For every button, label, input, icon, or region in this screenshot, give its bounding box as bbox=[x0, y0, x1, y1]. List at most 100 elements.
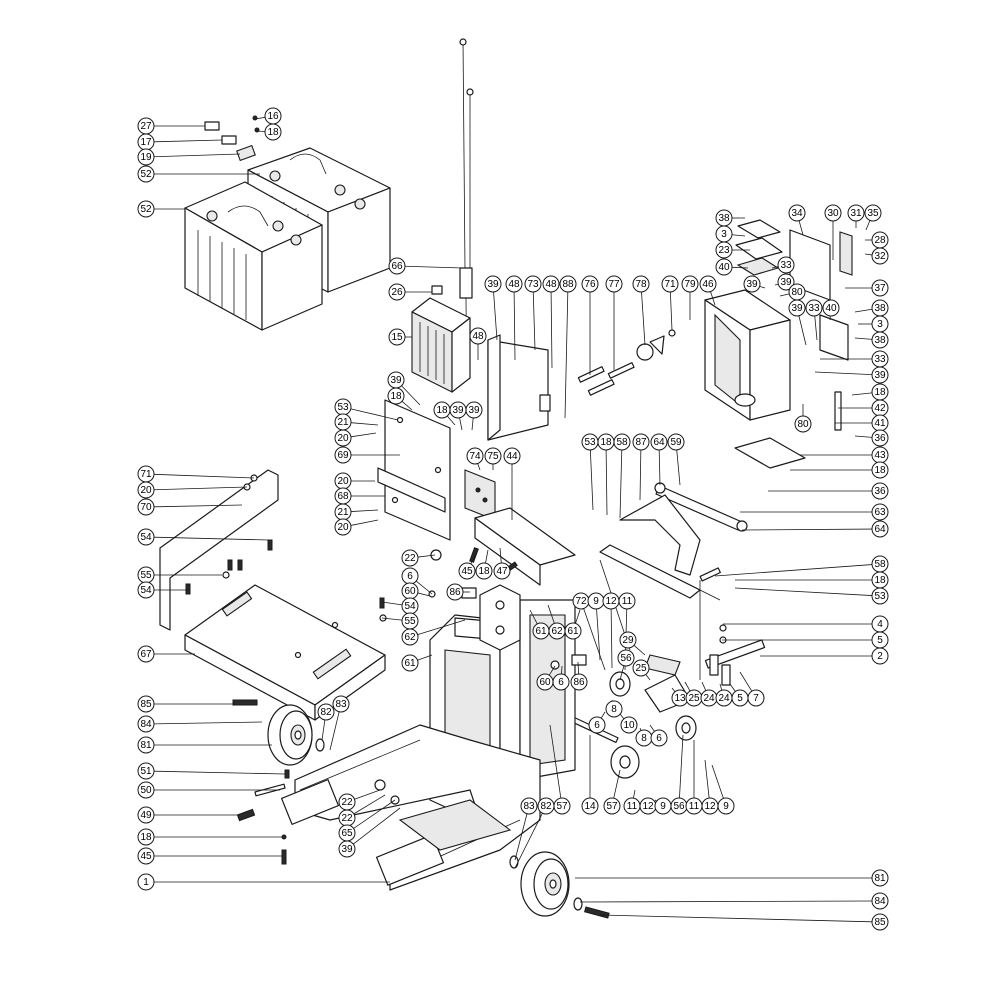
callout-87: 87 bbox=[632, 433, 650, 501]
callout-leader-line bbox=[485, 549, 489, 564]
callout-number: 62 bbox=[551, 626, 563, 637]
callout-number: 57 bbox=[556, 801, 568, 812]
callout-number: 37 bbox=[874, 283, 886, 294]
callout-5: 5 bbox=[729, 683, 749, 707]
callout-number: 57 bbox=[606, 801, 618, 812]
callout-18: 18 bbox=[597, 433, 615, 516]
callout-leader-line bbox=[854, 435, 873, 438]
callout-circle bbox=[788, 204, 806, 222]
callout-47: 47 bbox=[493, 547, 511, 580]
callout-leader-line bbox=[381, 617, 403, 621]
callout-21: 21 bbox=[334, 503, 379, 521]
callout-circle bbox=[137, 581, 155, 599]
callout-number: 77 bbox=[608, 279, 620, 290]
callout-circle bbox=[387, 387, 405, 405]
callout-number: 47 bbox=[496, 566, 508, 577]
callout-number: 18 bbox=[874, 465, 886, 476]
callout-leader-line bbox=[671, 687, 676, 693]
small-plates-38-40 bbox=[735, 219, 783, 276]
callout-71: 71 bbox=[137, 465, 255, 483]
callout-number: 86 bbox=[573, 677, 585, 688]
callout-83: 83 bbox=[514, 797, 538, 861]
callout-40: 40 bbox=[715, 258, 749, 276]
callout-circle bbox=[871, 429, 889, 447]
callout-circle bbox=[871, 482, 889, 500]
callout-number: 48 bbox=[508, 279, 520, 290]
cover-plates-right bbox=[734, 229, 853, 469]
callout-43: 43 bbox=[800, 446, 889, 464]
callout-leader-line bbox=[255, 130, 266, 132]
callout-circle bbox=[581, 797, 599, 815]
callout-number: 55 bbox=[404, 616, 416, 627]
callout-number: 70 bbox=[140, 502, 152, 513]
callout-circle bbox=[334, 429, 352, 447]
callout-number: 48 bbox=[472, 331, 484, 342]
callout-51: 51 bbox=[137, 762, 286, 780]
callout-80: 80 bbox=[794, 404, 812, 433]
callout-leader-line bbox=[529, 609, 538, 625]
callout-10: 10 bbox=[619, 713, 638, 734]
callout-number: 21 bbox=[337, 417, 349, 428]
callout-leader-line bbox=[599, 914, 873, 923]
callout-39: 39 bbox=[465, 401, 483, 431]
callout-39: 39 bbox=[788, 299, 807, 346]
callout-leader-line bbox=[854, 308, 873, 313]
callout-number: 59 bbox=[670, 437, 682, 448]
callout-20: 20 bbox=[137, 481, 248, 499]
callout-number: 7 bbox=[753, 693, 759, 704]
callout-82: 82 bbox=[317, 703, 335, 741]
callout-circle bbox=[137, 873, 155, 891]
callout-leader-line bbox=[589, 449, 594, 511]
callout-number: 32 bbox=[874, 251, 886, 262]
callout-53: 53 bbox=[734, 587, 889, 605]
callout-circle bbox=[681, 275, 699, 293]
callout-number: 80 bbox=[791, 287, 803, 298]
callout-number: 12 bbox=[642, 801, 654, 812]
tray-67 bbox=[184, 584, 386, 721]
callout-48: 48 bbox=[542, 275, 560, 369]
callout-circle bbox=[632, 433, 650, 451]
handle-arms bbox=[599, 494, 721, 680]
callout-number: 67 bbox=[140, 649, 152, 660]
callout-number: 66 bbox=[391, 261, 403, 272]
callout-number: 41 bbox=[874, 418, 886, 429]
callout-number: 88 bbox=[562, 279, 574, 290]
callout-36: 36 bbox=[768, 482, 889, 500]
callout-circle bbox=[871, 647, 889, 665]
callout-leader-line bbox=[471, 417, 474, 431]
callout-leader-line bbox=[676, 449, 681, 486]
callout-number: 18 bbox=[390, 391, 402, 402]
callout-19: 19 bbox=[137, 148, 241, 166]
callout-number: 78 bbox=[635, 279, 647, 290]
callout-number: 18 bbox=[600, 437, 612, 448]
callout-circle bbox=[137, 481, 155, 499]
callout-circle bbox=[137, 148, 155, 166]
callout-circle bbox=[618, 592, 636, 610]
callout-number: 39 bbox=[468, 405, 480, 416]
callout-circle bbox=[824, 204, 842, 222]
callout-number: 39 bbox=[791, 303, 803, 314]
callout-number: 1 bbox=[143, 877, 149, 888]
callout-number: 6 bbox=[558, 677, 564, 688]
callout-leader-line bbox=[649, 724, 655, 732]
callout-67: 67 bbox=[137, 645, 195, 663]
callout-22: 22 bbox=[401, 549, 436, 567]
callout-circle bbox=[388, 283, 406, 301]
callout-leader-line bbox=[583, 608, 606, 671]
callout-circle bbox=[613, 433, 631, 451]
callout-circle bbox=[137, 498, 155, 516]
callout-leader-line bbox=[734, 587, 873, 596]
callout-circle bbox=[466, 447, 484, 465]
callout-number: 39 bbox=[390, 375, 402, 386]
callout-39: 39 bbox=[484, 275, 502, 341]
callout-circle bbox=[317, 703, 335, 721]
callout-leader-line bbox=[600, 711, 606, 719]
callout-circle bbox=[620, 716, 638, 734]
callout-leader-line bbox=[739, 671, 753, 692]
callout-5: 5 bbox=[722, 631, 889, 649]
callout-44: 44 bbox=[503, 447, 521, 520]
callout-leader-line bbox=[153, 770, 286, 775]
callout-leader-line bbox=[684, 681, 691, 692]
